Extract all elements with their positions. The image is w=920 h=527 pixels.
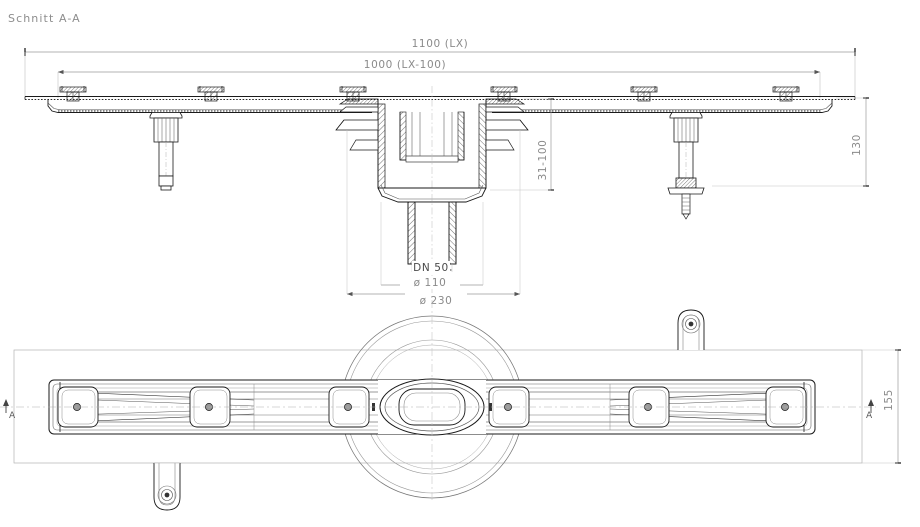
- dimension-label-flange-diameter: ø 230: [420, 295, 453, 307]
- plan-leg-top: [677, 309, 705, 350]
- grate-support-clips: [59, 86, 800, 102]
- section-mark-left-label: A: [9, 411, 16, 421]
- grate-clip: [197, 86, 225, 102]
- dimension-label-outlet-diameter: ø 110: [414, 277, 447, 289]
- plan-leg-bottom: [153, 462, 181, 511]
- support-leg-right: [667, 112, 705, 220]
- channel-body-profile: [47, 99, 833, 113]
- drain-rim-left: [335, 98, 379, 151]
- dimension-label-overall-length: 1100 (LX): [412, 38, 469, 50]
- flange-plate: [24, 96, 856, 101]
- dimension-height-range: 31-100: [490, 98, 554, 191]
- dimension-outlet-nominal: DN 50: [411, 261, 453, 274]
- dimension-label-height-range: 31-100: [537, 140, 549, 181]
- section-view-group: 1100 (LX) 1000 (LX-100): [24, 38, 869, 307]
- plan-view-group: A A: [0, 300, 901, 511]
- dimension-outlet-diameter: ø 110: [380, 202, 484, 289]
- dimension-label-plan-width: 155: [883, 389, 895, 411]
- dimension-plan-width: 155: [862, 349, 901, 464]
- plan-bracket: [328, 386, 370, 428]
- grate-clip: [490, 86, 518, 102]
- plan-outer-boundary: [13, 349, 863, 464]
- drain-rim-right: [485, 98, 529, 151]
- support-leg-left: [149, 112, 183, 191]
- grate-clip: [59, 86, 87, 102]
- section-mark-right-label: A: [866, 411, 873, 421]
- dimension-body-height: 130: [712, 97, 869, 187]
- dimension-overall-length: 1100 (LX): [24, 38, 856, 96]
- dimension-flange-diameter: ø 230: [346, 130, 521, 307]
- dimension-label-outlet-nominal: DN 50: [413, 262, 449, 274]
- dimension-label-inner-length: 1000 (LX-100): [364, 59, 446, 71]
- page-title: Schnitt A-A: [8, 12, 81, 25]
- grate-clip: [630, 86, 658, 102]
- plan-bracket: [57, 386, 99, 428]
- section-mark-right: A: [866, 399, 874, 421]
- plan-bracket-clips: [57, 386, 807, 428]
- dimension-label-body-height: 130: [851, 134, 863, 156]
- grate-clip: [339, 86, 367, 102]
- drain-body-assembly: [335, 86, 529, 300]
- grate-clip: [772, 86, 800, 102]
- section-mark-left: A: [3, 399, 16, 421]
- dimension-inner-length: 1000 (LX-100): [57, 59, 821, 98]
